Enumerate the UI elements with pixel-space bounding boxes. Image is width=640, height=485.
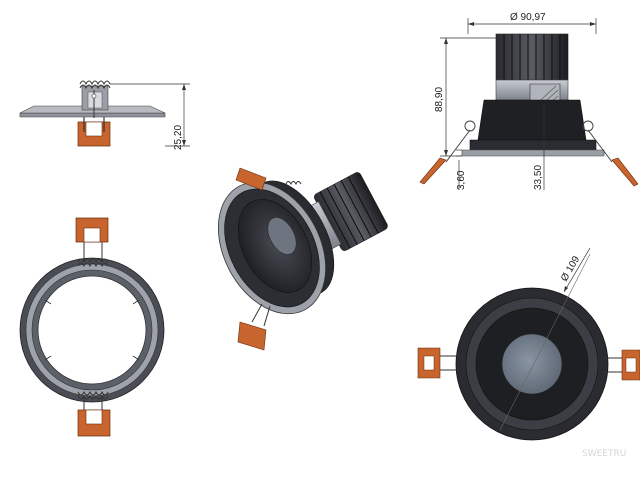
top-view-clip-lower <box>77 409 111 437</box>
face-right-clip <box>604 349 640 381</box>
iso-clip-lower <box>237 321 267 351</box>
dim-side-height: 25,20 <box>173 125 184 150</box>
front-face-view: Ø 109 <box>417 247 640 441</box>
side-view: 25,20 <box>19 80 190 150</box>
face-left-clip <box>417 347 458 379</box>
front-elevation-view: Ø 90,97 88,90 3,60 33,50 <box>419 12 639 190</box>
dim-top-diameter: Ø 90,97 <box>510 12 546 23</box>
dim-cutout-diameter: Ø 109 <box>559 254 582 283</box>
dim-clip-offset: 33,50 <box>533 165 544 190</box>
isometric-view <box>217 167 388 351</box>
side-view-clip <box>77 117 111 147</box>
dim-overall-height: 88,90 <box>434 87 445 112</box>
dim-bezel-height: 3,60 <box>456 170 467 190</box>
iso-clip-upper <box>235 167 267 191</box>
watermark: SWEETRU <box>582 449 626 459</box>
front-right-clip <box>611 157 639 187</box>
front-left-clip <box>419 157 447 185</box>
top-view-ring <box>19 217 165 437</box>
top-view-clip-upper <box>75 217 109 243</box>
